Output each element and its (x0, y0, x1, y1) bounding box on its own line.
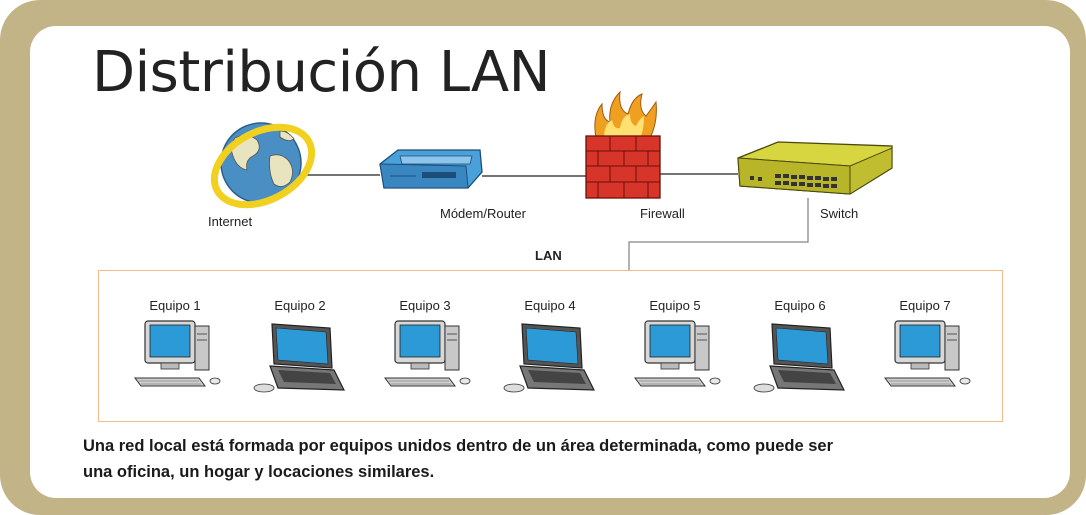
lan-computer-label: Equipo 5 (649, 298, 701, 313)
lan-computers (134, 320, 971, 393)
caption: Una red local está formada por equipos u… (83, 433, 1013, 485)
lan-box (98, 270, 1003, 422)
lan-computer-label: Equipo 4 (524, 298, 576, 313)
desktop-computer-icon (634, 320, 721, 387)
desktop-computer-icon (884, 320, 971, 387)
caption-line-2: una oficina, un hogar y locaciones simil… (83, 463, 435, 481)
label-internet: Internet (208, 214, 253, 229)
desktop-computer-icon (134, 320, 221, 387)
switch-icon (737, 141, 893, 195)
firewall-icon (585, 90, 661, 199)
router-icon (379, 149, 483, 189)
label-switch: Switch (820, 206, 859, 221)
laptop-icon (753, 323, 845, 393)
label-lan: LAN (535, 248, 562, 263)
diagram-panel: Distribución LAN (30, 26, 1070, 498)
network-diagram (134, 90, 971, 393)
lan-computer-label: Equipo 6 (774, 298, 826, 313)
lan-computer-label: Equipo 1 (149, 298, 201, 313)
lan-computer-label: Equipo 2 (274, 298, 326, 313)
laptop-icon (253, 323, 345, 393)
label-firewall: Firewall (640, 206, 685, 221)
label-modem-router: Módem/Router (440, 206, 526, 221)
internet-globe-icon (210, 122, 316, 209)
lan-computer-label: Equipo 7 (899, 298, 951, 313)
link-switch-lan (628, 198, 809, 270)
lan-computer-label: Equipo 3 (399, 298, 451, 313)
desktop-computer-icon (384, 320, 471, 387)
laptop-icon (503, 323, 595, 393)
page-title: Distribución LAN (92, 40, 551, 105)
caption-line-1: Una red local está formada por equipos u… (83, 437, 834, 455)
